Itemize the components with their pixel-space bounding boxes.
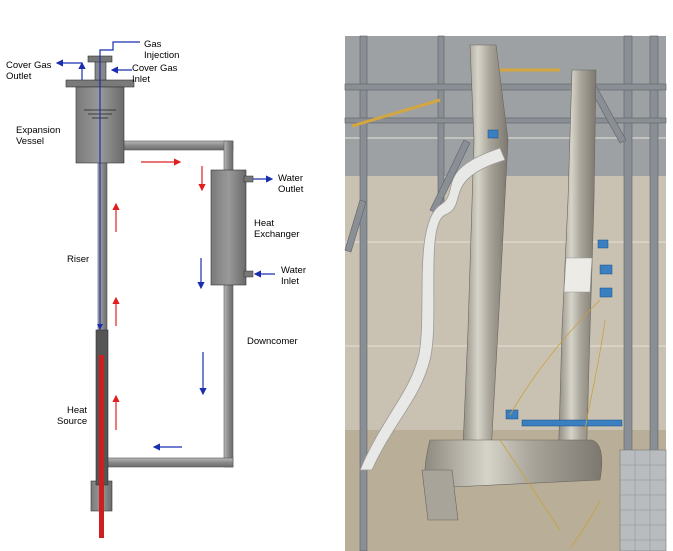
label-downcomer: Downcomer (247, 336, 298, 347)
label-water-inlet: Water Inlet (281, 265, 309, 287)
photo-cabinet (619, 449, 667, 551)
label-expansion-vessel: Expansion Vessel (16, 125, 63, 147)
label-cover-gas-inlet: Cover Gas Inlet (132, 63, 180, 85)
gas-injection-line (99, 41, 140, 330)
photo-white-hose (359, 147, 506, 471)
top-pipe (122, 140, 234, 151)
label-heat-exchanger: Heat Exchanger (254, 218, 299, 240)
water-outlet-nozzle (243, 175, 254, 183)
heat-exchanger (210, 169, 247, 286)
bottom-pipe (102, 457, 234, 468)
photo-bottom-bend (424, 439, 603, 489)
facility-photo (344, 35, 667, 551)
photo-bottom-leg (421, 469, 459, 521)
label-heat-source: Heat Source (57, 405, 90, 427)
photo-wires (499, 299, 606, 549)
photo-white-sleeve (563, 257, 593, 293)
label-cover-gas-outlet: Cover Gas Outlet (6, 60, 54, 82)
label-riser: Riser (67, 254, 89, 265)
label-gas-injection: Gas Injection (144, 39, 179, 61)
label-water-outlet: Water Outlet (278, 173, 306, 195)
gas-nozzle-icon (97, 324, 103, 330)
heater-rod (99, 355, 104, 538)
water-inlet-nozzle (243, 270, 254, 278)
photo-blue-boxes (487, 129, 623, 427)
loop-schematic: Gas Injection Cover Gas Outlet Cover Gas… (6, 39, 309, 538)
